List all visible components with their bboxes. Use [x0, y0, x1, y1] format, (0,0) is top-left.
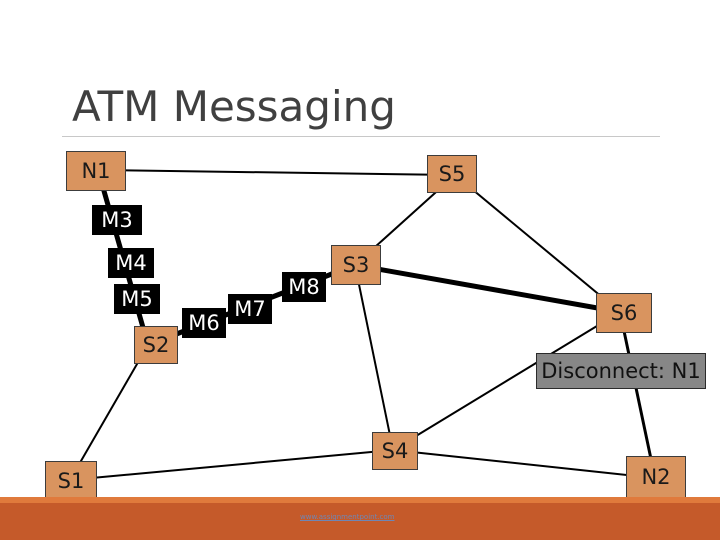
link-s4-s1 [69, 449, 394, 481]
node-s1: S1 [45, 461, 97, 501]
message-m3: M3 [92, 205, 142, 235]
footer-accent-line [0, 497, 720, 503]
disconnect-notice: Disconnect: N1 [536, 353, 706, 389]
link-s4-n2 [392, 449, 656, 479]
message-m8: M8 [282, 272, 326, 302]
node-n1: N1 [66, 151, 126, 191]
title-divider [62, 136, 660, 137]
node-n2: N2 [626, 456, 686, 498]
node-s5: S5 [427, 155, 477, 193]
link-s2-s1 [69, 344, 149, 481]
link-n1-s5 [97, 169, 456, 176]
message-m7: M7 [228, 294, 272, 324]
node-s6: S6 [596, 293, 652, 333]
link-s3-s6 [352, 262, 623, 315]
node-s2: S2 [134, 326, 178, 364]
footer-bar [0, 497, 720, 540]
slide-title: ATM Messaging [72, 82, 396, 131]
node-s3: S3 [331, 245, 381, 285]
link-s6-n2 [618, 310, 657, 480]
footer-link[interactable]: www.assignmentpoint.com [300, 513, 395, 521]
message-m6: M6 [182, 308, 226, 338]
link-s5-s6 [454, 174, 621, 313]
link-s3-s4 [354, 264, 394, 451]
node-s4: S4 [372, 432, 418, 470]
message-m5: M5 [114, 284, 160, 314]
message-m4: M4 [108, 248, 154, 278]
link-s6-s4 [392, 311, 621, 451]
